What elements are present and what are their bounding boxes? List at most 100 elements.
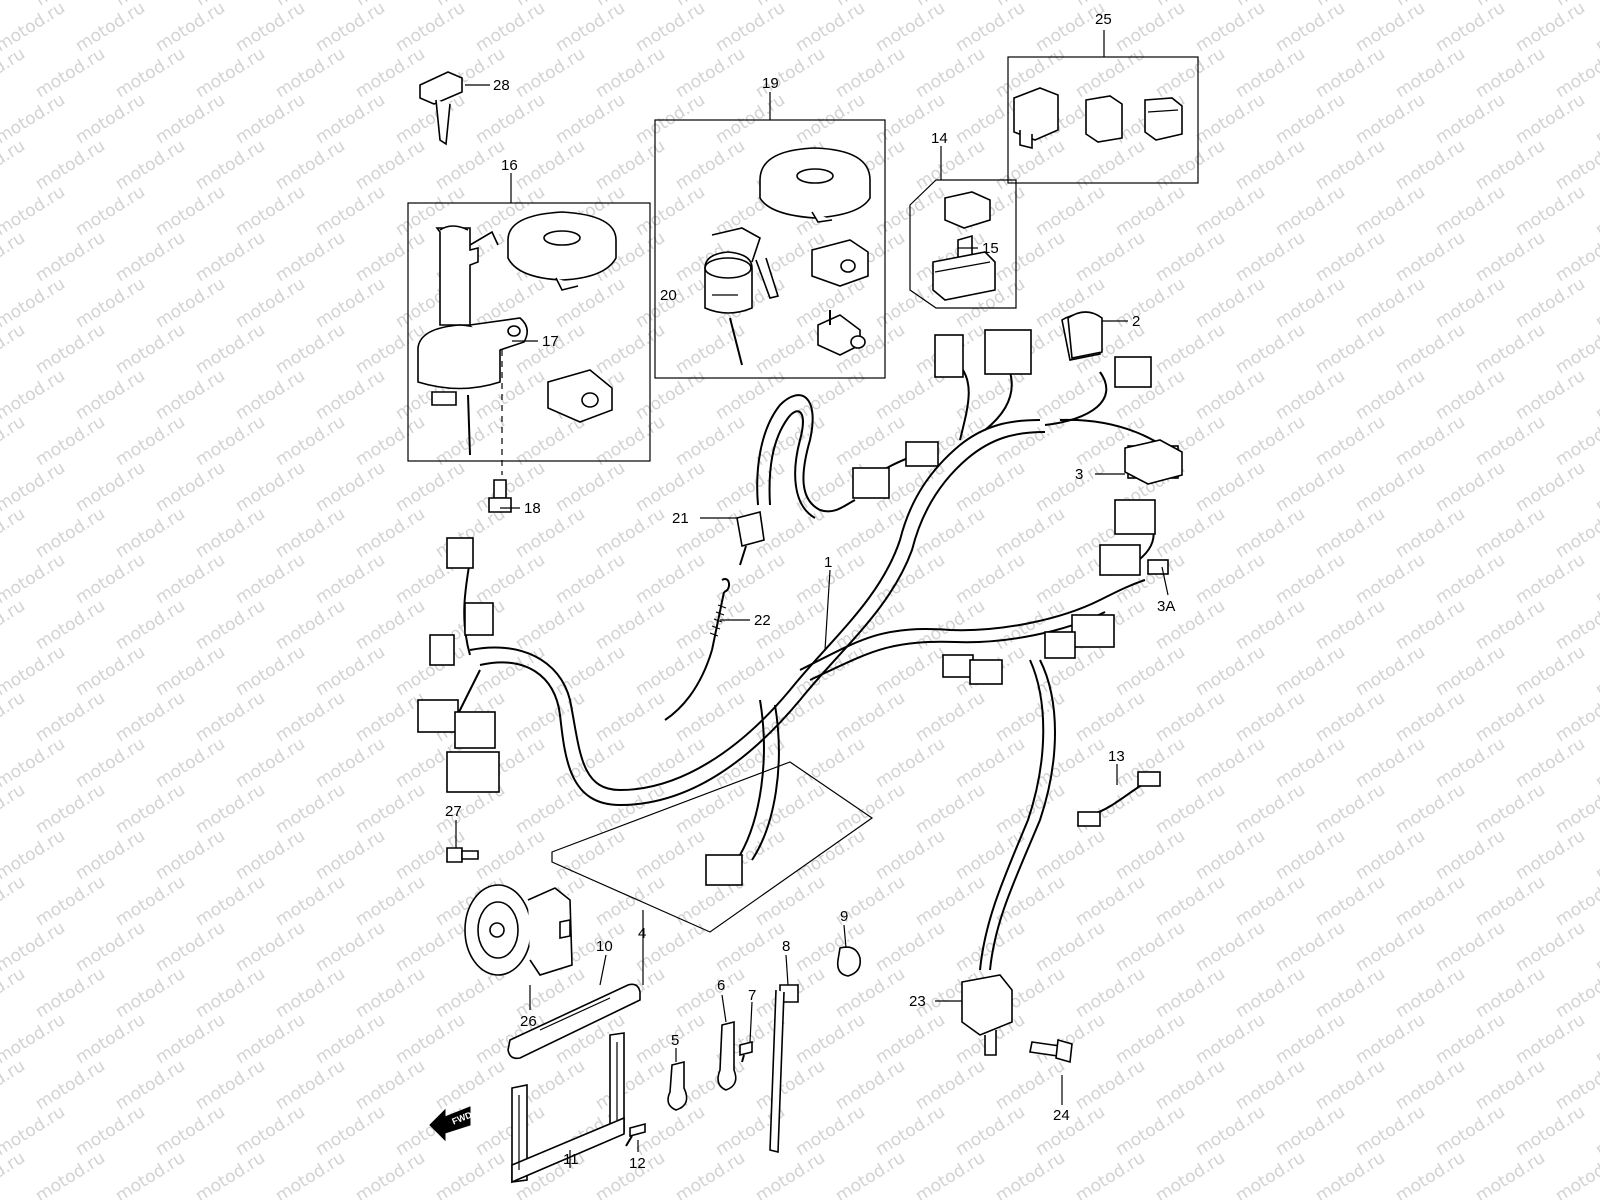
watermark-text: motod.ru <box>1352 734 1429 792</box>
watermark-text: motod.ru <box>272 136 349 194</box>
watermark-text: motod.ru <box>192 964 269 1022</box>
watermark-text: motod.ru <box>32 780 109 838</box>
watermark-text: motod.ru <box>1032 918 1109 976</box>
sensor-23 <box>961 659 1056 1056</box>
watermark-text: motod.ru <box>1192 1194 1269 1200</box>
watermark-text: motod.ru <box>232 1194 309 1200</box>
watermark-text: motod.ru <box>352 964 429 1022</box>
watermark-text: motod.ru <box>552 0 629 56</box>
watermark-text: motod.ru <box>912 596 989 654</box>
watermark-text: motod.ru <box>152 1010 229 1068</box>
watermark-text: motod.ru <box>592 1056 669 1114</box>
watermark-text: motod.ru <box>1432 918 1509 976</box>
watermark-text: motod.ru <box>312 1010 389 1068</box>
watermark-text: motod.ru <box>472 1194 549 1200</box>
watermark-text: motod.ru <box>592 596 669 654</box>
watermark-text: motod.ru <box>72 1194 149 1200</box>
callout-3: 3 <box>1075 466 1083 483</box>
lead-wire-13 <box>1077 771 1161 827</box>
watermark-text: motod.ru <box>1432 1010 1509 1068</box>
watermark-text: motod.ru <box>1352 550 1429 608</box>
callout-2: 2 <box>1132 313 1140 330</box>
watermark-text: motod.ru <box>1232 136 1309 194</box>
watermark-text: motod.ru <box>312 90 389 148</box>
cap-2 <box>1067 311 1103 359</box>
watermark-text: motod.ru <box>1472 1056 1549 1114</box>
watermark-text: motod.ru <box>0 550 69 608</box>
watermark-text: motod.ru <box>712 458 789 516</box>
watermark-text: motod.ru <box>1512 1102 1589 1160</box>
wiring-harness <box>454 359 1181 861</box>
watermark-text: motod.ru <box>32 412 109 470</box>
watermark-text: motod.ru <box>1512 458 1589 516</box>
watermark-text: motod.ru <box>192 872 269 930</box>
watermark-text: motod.ru <box>832 504 909 562</box>
relay-3 <box>1124 439 1183 485</box>
watermark-text: motod.ru <box>1272 182 1349 240</box>
watermark-text: motod.ru <box>352 872 429 930</box>
watermark-text: motod.ru <box>1112 182 1189 240</box>
watermark-text: motod.ru <box>472 0 549 56</box>
watermark-text: motod.ru <box>952 550 1029 608</box>
callout-14: 14 <box>931 130 948 147</box>
clamp-6 <box>717 1020 737 1091</box>
watermark-text: motod.ru <box>272 780 349 838</box>
watermark-text: motod.ru <box>272 872 349 930</box>
watermark-text: motod.ru <box>592 320 669 378</box>
watermark-text: motod.ru <box>1592 734 1600 792</box>
watermark-text: motod.ru <box>752 780 829 838</box>
watermark-text: motod.ru <box>232 550 309 608</box>
watermark-text: motod.ru <box>392 1010 469 1068</box>
clip-9 <box>836 946 862 977</box>
watermark-text: motod.ru <box>1472 964 1549 1022</box>
watermark-text: motod.ru <box>912 136 989 194</box>
watermark-text: motod.ru <box>832 688 909 746</box>
watermark-text: motod.ru <box>1072 136 1149 194</box>
watermark-text: motod.ru <box>352 780 429 838</box>
watermark-text: motod.ru <box>1192 458 1269 516</box>
watermark-text: motod.ru <box>72 550 149 608</box>
watermark-text: motod.ru <box>1192 366 1269 424</box>
watermark-text: motod.ru <box>312 274 389 332</box>
watermark-text: motod.ru <box>952 734 1029 792</box>
watermark-text: motod.ru <box>312 734 389 792</box>
watermark-text: motod.ru <box>1232 688 1309 746</box>
watermark-text: motod.ru <box>72 90 149 148</box>
watermark-text: motod.ru <box>792 0 869 56</box>
watermark-text: motod.ru <box>192 44 269 102</box>
watermark-text: motod.ru <box>1472 320 1549 378</box>
watermark-text: motod.ru <box>1512 826 1589 884</box>
watermark-text: motod.ru <box>632 182 709 240</box>
watermark-text: motod.ru <box>1352 1102 1429 1160</box>
callout-7: 7 <box>748 987 756 1004</box>
watermark-text: motod.ru <box>1352 642 1429 700</box>
watermark-text: motod.ru <box>552 90 629 148</box>
watermark-text: motod.ru <box>1152 964 1229 1022</box>
watermark-text: motod.ru <box>232 1102 309 1160</box>
watermark-text: motod.ru <box>0 826 69 884</box>
watermark-text: motod.ru <box>912 872 989 930</box>
watermark-text: motod.ru <box>552 642 629 700</box>
spring-22 <box>664 578 730 721</box>
watermark-text: motod.ru <box>1112 274 1189 332</box>
watermark-text: motod.ru <box>272 1056 349 1114</box>
watermark-text: motod.ru <box>1392 412 1469 470</box>
watermark-text: motod.ru <box>632 642 709 700</box>
watermark-text: motod.ru <box>872 1194 949 1200</box>
watermark-text: motod.ru <box>1112 0 1189 56</box>
watermark-text: motod.ru <box>112 44 189 102</box>
watermark-text: motod.ru <box>1232 320 1309 378</box>
lock-set-19 <box>704 147 871 366</box>
watermark-text: motod.ru <box>0 366 69 424</box>
watermark-text: motod.ru <box>1192 550 1269 608</box>
watermark-text: motod.ru <box>192 136 269 194</box>
watermark-text: motod.ru <box>352 504 429 562</box>
watermark-text: motod.ru <box>312 1194 389 1200</box>
watermark-text: motod.ru <box>1112 1194 1189 1200</box>
callout-10: 10 <box>596 938 613 955</box>
watermark-text: motod.ru <box>632 826 709 884</box>
watermark-text: motod.ru <box>1272 274 1349 332</box>
watermark-text: motod.ru <box>1272 918 1349 976</box>
watermark-text: motod.ru <box>552 1194 629 1200</box>
